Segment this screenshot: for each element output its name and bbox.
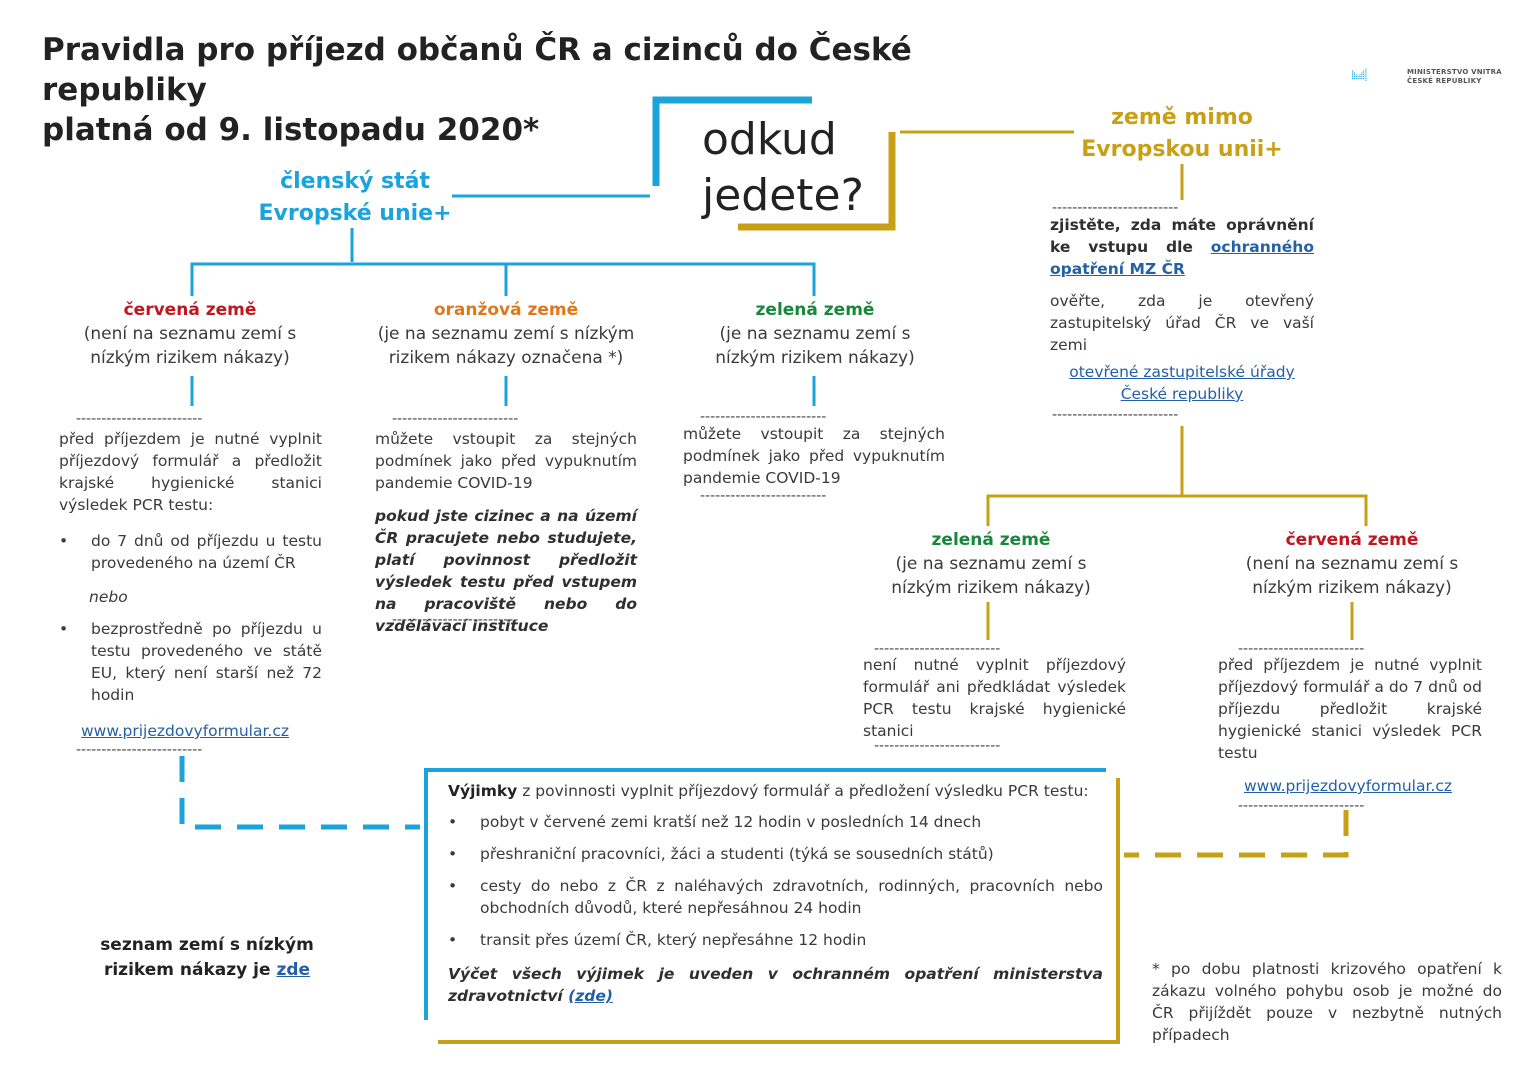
exceptions-source-link[interactable]: (zde)	[568, 987, 613, 1005]
question-bracket-gold	[738, 132, 896, 231]
eu-green-info: můžete vstoupit za stejných podmínek jak…	[683, 425, 945, 487]
ministry-logo-icon	[1352, 68, 1367, 81]
non-eu-green-info: není nutné vyplnit příjezdový formulář a…	[863, 656, 1126, 740]
divider: -------------------------	[1238, 800, 1365, 812]
exceptions-box-blue	[424, 768, 1106, 1020]
list-item: cesty do nebo z ČR z naléhavých zdravotn…	[448, 875, 1103, 919]
protective-measure-link[interactable]: ochranného opatření MZ ČR	[1050, 238, 1314, 278]
non-eu-check: zjistěte, zda máte oprávnění ke vstupu d…	[1050, 216, 1314, 278]
divider: -------------------------	[392, 614, 519, 626]
divider: -------------------------	[874, 643, 1001, 655]
list-item: přeshraniční pracovníci, žáci a studenti…	[448, 843, 1103, 865]
non-eu-verify: ověřte, zda je otevřený zastupitelský úř…	[1050, 292, 1314, 354]
exceptions-box-gold	[438, 778, 1120, 1044]
eu-orange-note: pokud jste cizinec a na území ČR pracuje…	[375, 507, 637, 635]
central-question: odkud jedete?	[702, 114, 864, 221]
question-bracket-blue	[652, 96, 812, 186]
eu-red-info: před příjezdem je nutné vyplnit příjezdo…	[59, 428, 322, 718]
non-eu-red-category: červená země (není na seznamu zemí s níz…	[1245, 530, 1459, 598]
divider: -------------------------	[700, 490, 827, 502]
footnote: * po dobu platnosti krizového opatření k…	[1152, 960, 1502, 1044]
ministry-logo-text: MINISTERSTVO VNITRA ČESKÉ REPUBLIKY	[1407, 68, 1502, 85]
divider: -------------------------	[874, 740, 1001, 752]
divider: -------------------------	[1052, 202, 1179, 214]
title-line-2: platná od 9. listopadu 2020*	[42, 112, 540, 148]
eu-heading: členský stát Evropské unie+	[258, 169, 452, 226]
eu-orange-category: oranžová země (je na seznamu zemí s nízk…	[377, 300, 635, 368]
non-eu-heading: země mimo Evropskou unii+	[1081, 105, 1283, 162]
dashed-link-blue	[179, 756, 420, 830]
divider: -------------------------	[392, 413, 519, 425]
list-item: transit přes území ČR, který nepřesáhne …	[448, 929, 1103, 951]
title-line-1: Pravidla pro příjezd občanů ČR a cizinců…	[42, 32, 912, 108]
non-eu-branch	[986, 494, 1368, 526]
eu-orange-info: můžete vstoupit za stejných podmínek jak…	[375, 430, 637, 492]
eu-red-category: červená země (není na seznamu zemí s níz…	[83, 300, 297, 368]
dashed-link-gold	[1124, 810, 1349, 858]
divider: -------------------------	[700, 411, 827, 423]
divider: -------------------------	[76, 744, 203, 756]
form-link-eu[interactable]: www.prijezdovyformular.cz	[81, 722, 290, 740]
low-risk-list-note: seznam zemí s nízkým rizikem nákazy je z…	[100, 935, 314, 980]
list-item: pobyt v červené zemi kratší než 12 hodin…	[448, 811, 1103, 833]
divider: -------------------------	[76, 413, 203, 425]
page-title: Pravidla pro příjezd občanů ČR a cizinců…	[42, 30, 1042, 150]
divider: -------------------------	[1052, 409, 1179, 421]
divider: -------------------------	[1238, 643, 1365, 655]
eu-branch	[190, 262, 816, 296]
exceptions-list: pobyt v červené zemi kratší než 12 hodin…	[448, 811, 1103, 951]
non-eu-green-category: zelená země (je na seznamu zemí s nízkým…	[891, 530, 1091, 598]
embassy-link[interactable]: otevřené zastupitelské úřady České repub…	[1069, 363, 1295, 403]
non-eu-red-info: před příjezdem je nutné vyplnit příjezdo…	[1218, 656, 1482, 762]
eu-green-category: zelená země (je na seznamu zemí s nízkým…	[715, 300, 915, 368]
list-item: do 7 dnů od příjezdu u testu provedeného…	[59, 530, 322, 574]
exceptions-box: Výjimky z povinnosti vyplnit příjezdový …	[448, 780, 1103, 1007]
form-link-non-eu[interactable]: www.prijezdovyformular.cz	[1244, 777, 1453, 795]
low-risk-list-link[interactable]: zde	[276, 960, 311, 980]
list-item: bezprostředně po příjezdu u testu proved…	[59, 618, 322, 706]
